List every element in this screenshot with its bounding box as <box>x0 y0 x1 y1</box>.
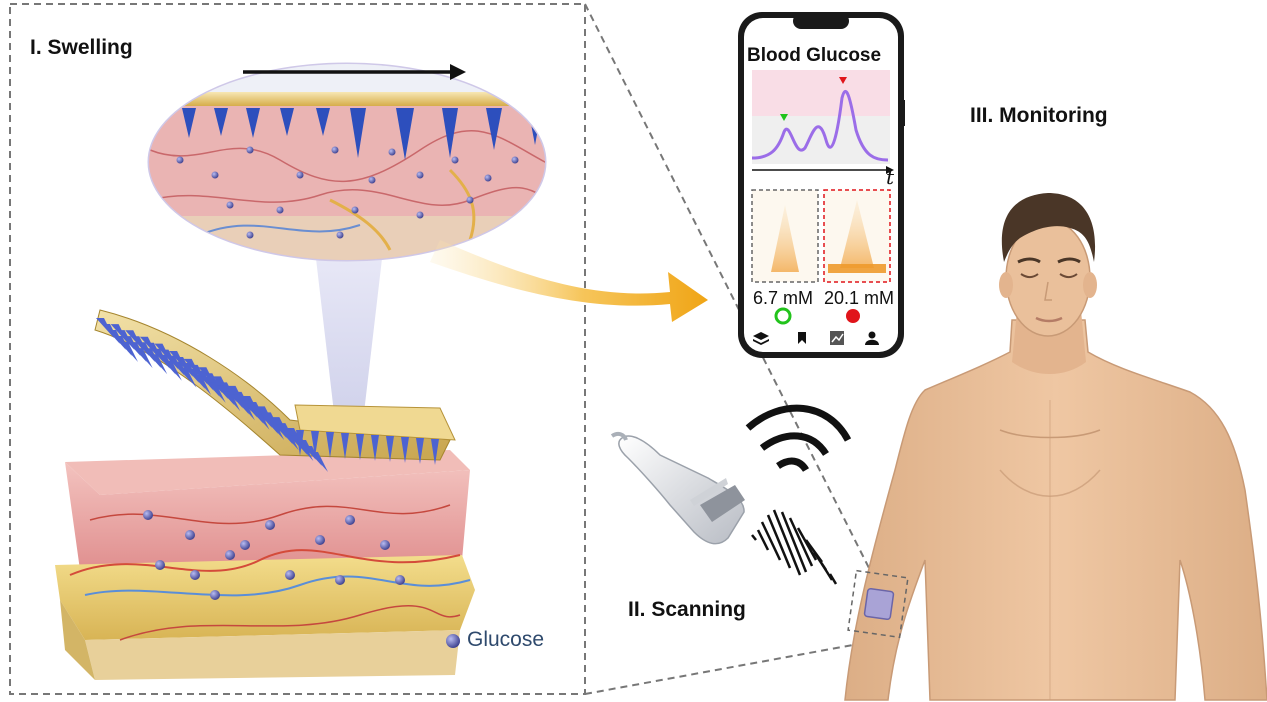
microneedle <box>108 330 126 350</box>
microneedle <box>139 336 158 357</box>
microneedle <box>201 376 220 397</box>
microneedle <box>207 382 226 403</box>
microneedle <box>310 452 328 472</box>
microneedle <box>160 349 179 370</box>
magnified-lens <box>147 62 547 262</box>
wireless-signal-icon <box>745 404 852 473</box>
microneedle <box>143 348 162 369</box>
microneedle <box>110 324 129 345</box>
microneedle <box>114 336 132 356</box>
microneedle <box>125 330 144 351</box>
sensor-patch <box>863 587 895 621</box>
smartphone <box>738 12 905 358</box>
magnify-beam <box>315 250 383 430</box>
microneedle <box>386 436 394 462</box>
microneedle <box>431 439 439 465</box>
microneedle <box>245 403 264 424</box>
microneedle <box>356 434 364 460</box>
sound-wave-icon <box>751 509 838 585</box>
trend-chart-icon[interactable] <box>830 331 844 345</box>
microneedle <box>128 342 147 363</box>
microneedle <box>151 348 170 369</box>
microneedle <box>416 438 424 464</box>
microneedle <box>131 336 150 357</box>
microneedle <box>102 324 120 344</box>
microneedle <box>304 446 322 466</box>
microneedle <box>371 435 379 461</box>
swelling-panel <box>9 3 881 695</box>
glucose-curve <box>751 90 889 162</box>
ultrasound-probe <box>610 431 745 545</box>
phone-title: Blood Glucose <box>747 45 882 66</box>
glucose-legend-label: Glucose <box>467 628 545 651</box>
layers-icon[interactable] <box>753 332 769 345</box>
microneedle <box>401 437 409 463</box>
microneedle <box>193 374 212 395</box>
microneedle <box>166 355 185 376</box>
microneedle <box>96 318 114 338</box>
microneedle <box>178 367 197 388</box>
microneedle <box>326 432 334 458</box>
microneedle <box>116 330 135 351</box>
high-status-indicator <box>846 309 860 323</box>
microneedle-patch <box>94 309 456 472</box>
microneedle <box>157 354 176 375</box>
flow-arrow <box>430 240 708 322</box>
reading-normal-value: 6.7 mM <box>753 288 814 308</box>
microneedle <box>236 400 255 421</box>
microneedle <box>230 394 249 415</box>
normal-zone <box>752 116 890 164</box>
microneedle <box>222 391 241 412</box>
low-peak-marker <box>780 114 788 121</box>
microneedle <box>274 424 293 445</box>
swelling-label: I. Swelling <box>30 36 133 59</box>
phone-notch <box>793 13 849 29</box>
scanning-label: II. Scanning <box>628 598 746 621</box>
microneedle <box>137 342 156 363</box>
microneedle <box>122 336 141 357</box>
microneedle <box>311 431 319 457</box>
monitoring-label: III. Monitoring <box>970 104 1108 127</box>
microneedle <box>296 430 304 456</box>
microneedle <box>260 413 279 434</box>
microneedle <box>187 368 206 389</box>
microneedle <box>251 409 270 430</box>
panel-border <box>9 3 586 695</box>
microneedle <box>154 343 173 364</box>
microneedle <box>341 433 349 459</box>
microneedle <box>172 361 191 382</box>
microneedle <box>120 342 138 362</box>
bookmark-icon[interactable] <box>798 332 806 344</box>
person <box>844 193 1267 701</box>
glucose-legend <box>446 634 460 648</box>
time-axis-label: t <box>886 165 895 189</box>
microneedle <box>145 342 164 363</box>
hair <box>1001 193 1096 262</box>
microneedle <box>134 348 153 369</box>
microneedle <box>149 354 168 375</box>
microneedle <box>266 419 285 440</box>
microneedle <box>280 430 299 451</box>
zoom-line-top <box>584 3 874 577</box>
microneedle <box>216 385 235 406</box>
torso <box>844 319 1267 701</box>
normal-status-indicator <box>774 307 792 325</box>
skin-block <box>55 450 475 680</box>
glucose-icon <box>446 634 460 648</box>
microneedle <box>163 360 182 381</box>
high-zone <box>752 70 890 116</box>
high-peak-marker <box>839 77 847 84</box>
zoom-line-bottom <box>584 639 881 695</box>
user-icon[interactable] <box>865 331 879 346</box>
reading-high-value: 20.1 mM <box>824 288 895 308</box>
